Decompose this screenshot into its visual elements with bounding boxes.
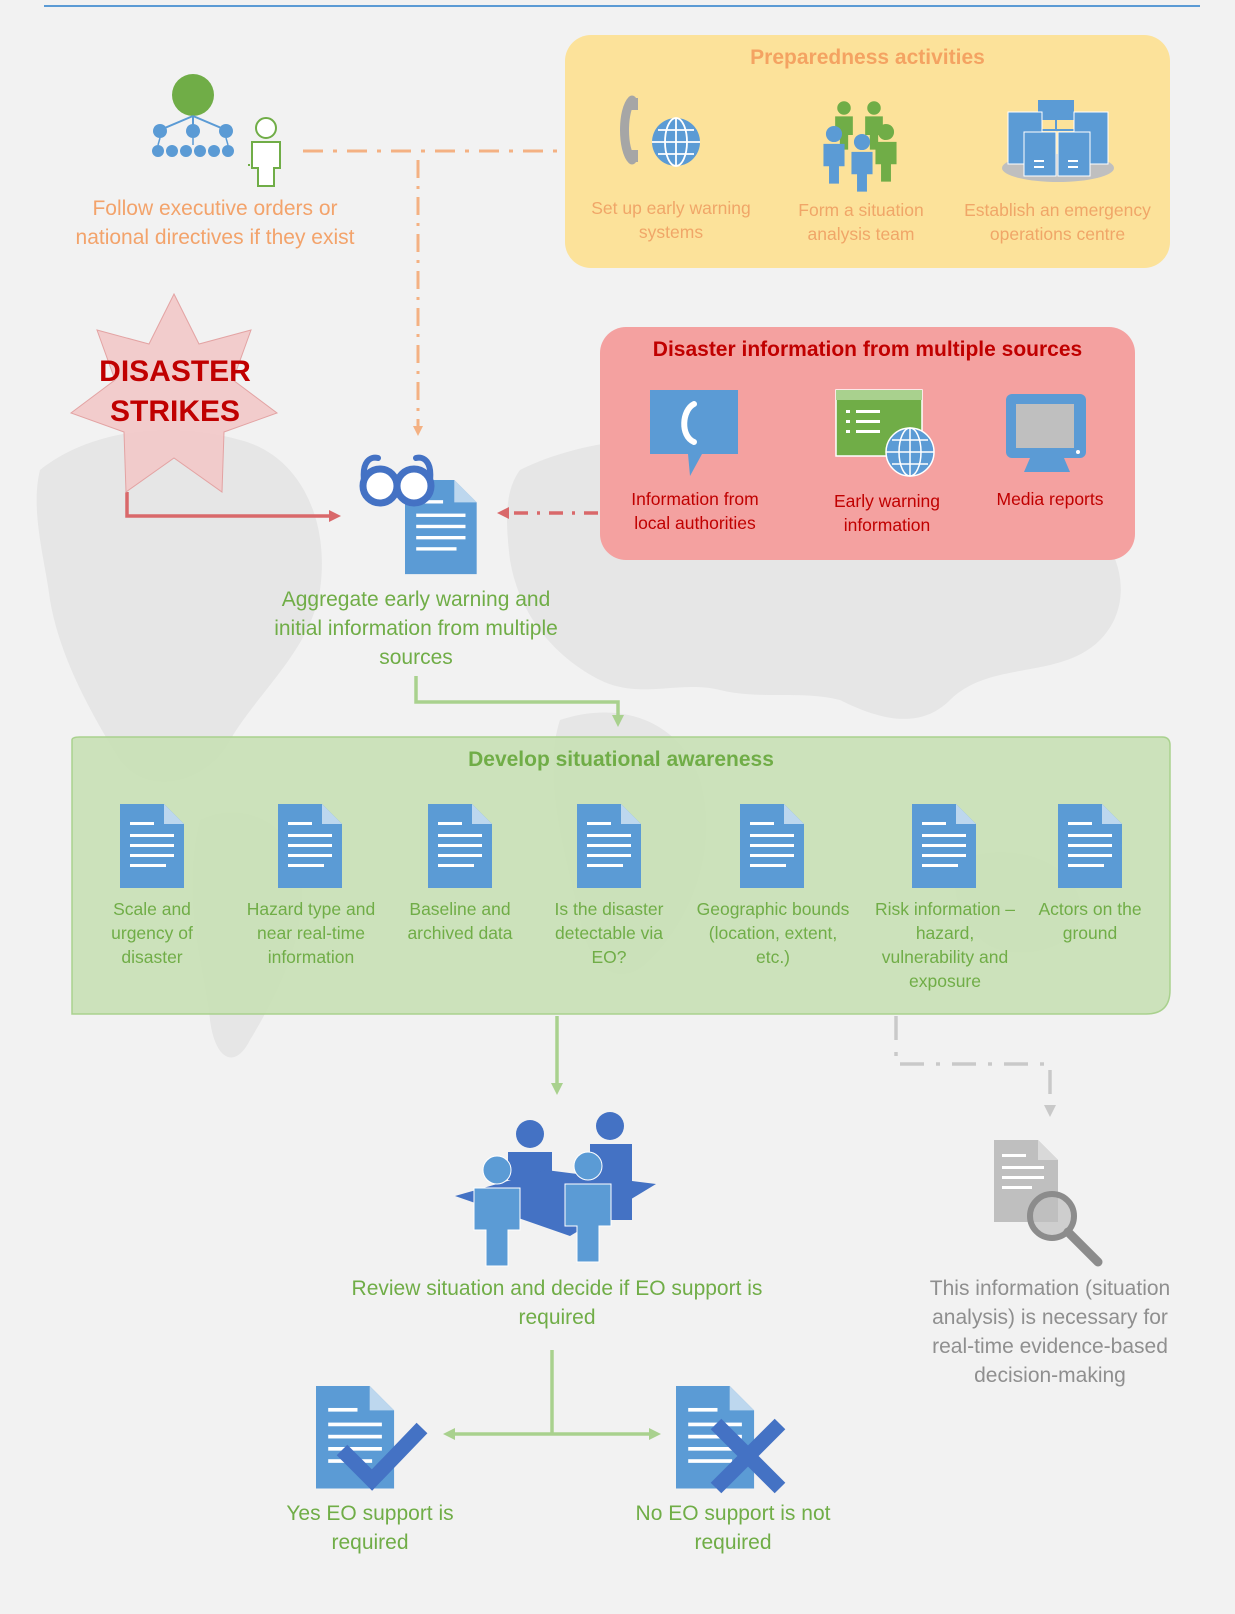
disaster-line-1: DISASTER [99,355,251,388]
review-label: Review situation and decide if EO suppor… [351,1277,763,1329]
monitor-icon [1006,394,1086,472]
source-item-local-authorities: Information from local authorities [631,489,759,534]
check-document-icon [316,1386,428,1491]
meeting-icon [455,1112,656,1267]
sources-title: Disaster information from multiple sourc… [652,338,1083,361]
org-chart-icon [152,74,281,187]
preparedness-title: Preparedness activities [750,46,985,69]
disaster-arrow [125,492,341,522]
document-search-icon [994,1140,1103,1267]
yes-outcome-label: Yes EO support is required [286,1502,454,1554]
info-note-label: This information (situation analysis) is… [929,1277,1171,1387]
info-arrow [894,1016,1056,1117]
source-item-media: Media reports [996,489,1104,509]
web-globe-icon [835,389,935,477]
executive-label: Follow executive orders or national dire… [75,197,355,249]
source-item-early-warning: Early warning information [833,491,941,536]
awareness-item-actors: Actors on the ground [1038,899,1142,944]
preparedness-item-situation-team: Form a situation analysis team [798,200,924,245]
preparedness-item-eoc: Establish an emergency operations centre [964,200,1151,245]
disaster-label: DISASTER STRIKES [70,352,280,432]
awareness-item-risk: Risk information – hazard, vulnerability… [874,899,1016,992]
cross-document-icon [676,1386,786,1494]
awareness-item-baseline: Baseline and archived data [407,899,513,944]
no-outcome-label: No EO support is not required [635,1502,831,1554]
aggregate-label: Aggregate early warning and initial info… [274,588,558,669]
awareness-item-hazard: Hazard type and near real-time informati… [246,899,376,968]
disaster-starburst [69,292,279,493]
aggregate-arrow [414,676,624,727]
server-icon [1002,100,1114,182]
awareness-item-scale: Scale and urgency of disaster [111,899,193,968]
preparedness-item-early-warning: Set up early warning systems [591,198,751,243]
awareness-item-detectable: Is the disaster detectable via EO? [554,899,664,968]
glasses-document-icon [359,454,477,575]
phone-chat-icon [650,390,738,476]
awareness-item-geographic: Geographic bounds (location, extent, etc… [696,899,850,968]
awareness-title: Develop situational awareness [468,748,774,771]
preparedness-panel [565,35,1170,268]
disaster-line-2: STRIKES [109,395,241,428]
phone-globe-icon [620,95,700,167]
